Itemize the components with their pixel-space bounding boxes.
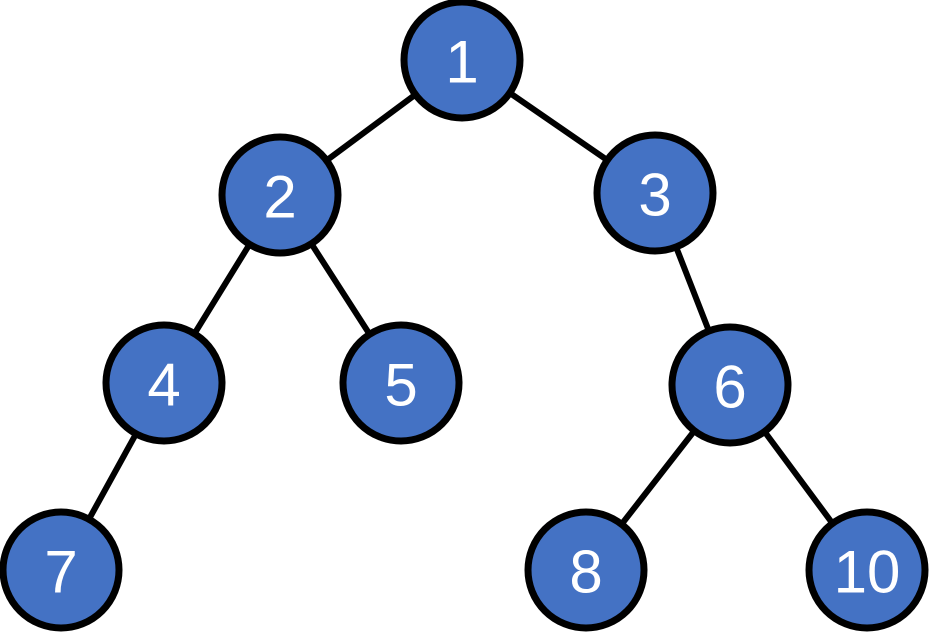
tree-node-7[interactable]: 7 <box>0 508 123 632</box>
tree-edge-2-4 <box>189 237 255 341</box>
nodes-layer: 1 2 3 4 5 6 7 8 10 <box>0 0 929 632</box>
node-label-7: 7 <box>44 539 77 606</box>
node-circle-8[interactable] <box>524 508 648 632</box>
node-circle-6[interactable] <box>668 323 792 447</box>
tree-node-1[interactable]: 1 <box>400 0 524 122</box>
node-label-4: 4 <box>147 352 180 419</box>
tree-node-5[interactable]: 5 <box>339 321 463 445</box>
node-label-5: 5 <box>384 352 417 419</box>
tree-edge-3-6 <box>671 240 714 338</box>
tree-node-2[interactable]: 2 <box>218 133 342 257</box>
node-circle-1[interactable] <box>400 0 524 122</box>
node-circle-10[interactable] <box>805 508 929 632</box>
node-label-10: 10 <box>834 539 901 606</box>
node-label-3: 3 <box>638 162 671 229</box>
node-label-8: 8 <box>569 539 602 606</box>
node-circle-4[interactable] <box>102 321 226 445</box>
node-label-6: 6 <box>713 354 746 421</box>
edges-layer <box>84 87 838 531</box>
node-circle-3[interactable] <box>593 131 717 255</box>
tree-node-4[interactable]: 4 <box>102 321 226 445</box>
tree-node-6[interactable]: 6 <box>668 323 792 447</box>
node-label-1: 1 <box>445 29 478 96</box>
tree-edge-1-3 <box>503 87 614 166</box>
tree-edge-6-8 <box>616 424 700 531</box>
node-circle-7[interactable] <box>0 508 123 632</box>
tree-edge-1-2 <box>320 89 422 166</box>
tree-node-8[interactable]: 8 <box>524 508 648 632</box>
tree-edge-2-5 <box>306 237 375 341</box>
tree-edge-6-10 <box>759 425 838 530</box>
tree-edge-4-7 <box>84 427 141 526</box>
node-circle-5[interactable] <box>339 321 463 445</box>
node-circle-2[interactable] <box>218 133 342 257</box>
tree-node-3[interactable]: 3 <box>593 131 717 255</box>
tree-node-10[interactable]: 10 <box>805 508 929 632</box>
node-label-2: 2 <box>263 164 296 231</box>
